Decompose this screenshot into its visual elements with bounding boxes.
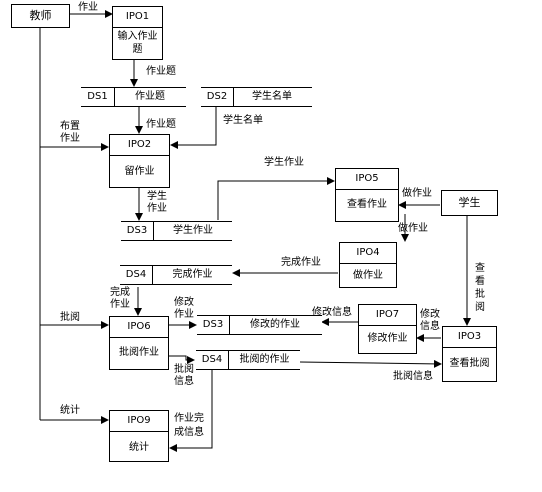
flow-label-zuozuoye-2: 做作业 bbox=[398, 223, 428, 234]
datastore-ds3-modified-homework-name: 修改的作业 bbox=[250, 319, 300, 330]
datastore-ds4-completed-homework-id: DS4 bbox=[120, 266, 153, 284]
flow-label-piyue-xinxi-1: 批阅信息 bbox=[174, 364, 194, 387]
flow-label-xiugai-xinxi-2: 修改信息 bbox=[420, 309, 440, 332]
flow-label-xiugai-xinxi-1: 修改信息 bbox=[312, 307, 352, 318]
process-ipo9-name: 统计 bbox=[129, 442, 149, 453]
process-ipo3-id: IPO3 bbox=[443, 327, 496, 348]
process-ipo1: IPO1 输入作业题 bbox=[112, 6, 163, 60]
flow-label-buzhi-zuoye: 布置作业 bbox=[60, 121, 80, 144]
process-ipo5-name: 查看作业 bbox=[347, 199, 387, 210]
process-ipo4-name: 做作业 bbox=[353, 270, 383, 281]
process-ipo3-name: 查看批阅 bbox=[449, 358, 490, 369]
process-ipo9: IPO9 统计 bbox=[109, 410, 169, 462]
flow-ds4b-ipo3 bbox=[299, 359, 442, 368]
entity-teacher: 教师 bbox=[11, 4, 70, 28]
flow-label-xueshengmingdan: 学生名单 bbox=[223, 115, 263, 126]
datastore-ds3-student-homework-id: DS3 bbox=[121, 222, 154, 240]
datastore-ds4-reviewed-homework-name: 批阅的作业 bbox=[239, 354, 290, 365]
flow-label-wancheng-zuoye-1: 完成作业 bbox=[281, 257, 321, 268]
process-ipo6-name: 批阅作业 bbox=[119, 347, 159, 358]
process-ipo9-id: IPO9 bbox=[110, 411, 168, 432]
process-ipo6-id: IPO6 bbox=[110, 317, 168, 338]
datastore-ds2-name: 学生名单 bbox=[252, 91, 292, 102]
flow-label-chakan-piyue: 查看批阅 bbox=[475, 263, 485, 313]
flow-label-tongji: 统计 bbox=[60, 405, 80, 416]
datastore-ds4-reviewed-homework: DS4 批阅的作业 bbox=[196, 350, 300, 370]
datastore-ds3-student-homework-name: 学生作业 bbox=[173, 225, 213, 236]
flow-label-wancheng-zuoye-2: 完成作业 bbox=[110, 287, 130, 310]
flow-ipo6-ds4b bbox=[169, 355, 195, 364]
datastore-ds1-id: DS1 bbox=[81, 88, 115, 106]
process-ipo5: IPO5 查看作业 bbox=[335, 168, 399, 222]
datastore-ds3-modified-homework-id: DS3 bbox=[197, 316, 230, 334]
process-ipo7-name: 修改作业 bbox=[367, 333, 408, 344]
flow-label-zuoyeti-2: 作业题 bbox=[146, 119, 176, 130]
process-ipo4-id: IPO4 bbox=[340, 243, 396, 264]
process-ipo1-id: IPO1 bbox=[113, 7, 162, 28]
process-ipo1-name: 输入作业题 bbox=[117, 31, 158, 55]
process-ipo4: IPO4 做作业 bbox=[339, 242, 397, 288]
flow-label-piyue: 批阅 bbox=[60, 312, 80, 323]
process-ipo6: IPO6 批阅作业 bbox=[109, 316, 169, 370]
datastore-ds3-modified-homework: DS3 修改的作业 bbox=[197, 315, 322, 335]
flow-label-zuoye-wancheng-xinxi: 作业完成信息 bbox=[174, 413, 204, 438]
process-ipo2-name: 留作业 bbox=[124, 166, 155, 177]
flow-label-xuesheng-zuoye-2: 学生作业 bbox=[147, 191, 167, 214]
flow-label-xiugai-zuoye: 修改作业 bbox=[174, 297, 194, 320]
entity-student: 学生 bbox=[441, 190, 498, 216]
datastore-ds1-name: 作业题 bbox=[135, 91, 165, 102]
process-ipo7-id: IPO7 bbox=[359, 305, 416, 326]
flow-ds4b-ipo9 bbox=[169, 369, 213, 452]
process-ipo3: IPO3 查看批阅 bbox=[442, 326, 497, 382]
flow-ds2-ipo2 bbox=[170, 107, 217, 149]
flow-label-xuesheng-zuoye-1: 学生作业 bbox=[264, 157, 304, 168]
datastore-ds2-id: DS2 bbox=[201, 88, 234, 106]
process-ipo7: IPO7 修改作业 bbox=[358, 304, 417, 354]
datastore-ds4-reviewed-homework-id: DS4 bbox=[196, 351, 229, 369]
datastore-ds2: DS2 学生名单 bbox=[201, 87, 312, 107]
datastore-ds1: DS1 作业题 bbox=[81, 87, 186, 107]
process-ipo2: IPO2 留作业 bbox=[109, 134, 170, 188]
flow-label-piyue-xinxi-2: 批阅信息 bbox=[393, 371, 433, 382]
datastore-ds4-completed-homework: DS4 完成作业 bbox=[120, 265, 232, 285]
flow-label-zuoye: 作业 bbox=[78, 2, 98, 13]
flow-label-zuozuoye-1: 做作业 bbox=[402, 188, 432, 199]
process-ipo5-id: IPO5 bbox=[336, 169, 398, 190]
datastore-ds3-student-homework: DS3 学生作业 bbox=[121, 221, 232, 241]
flow-ds3a-ipo5 bbox=[217, 177, 335, 220]
process-ipo2-id: IPO2 bbox=[110, 135, 169, 156]
flow-label-zuoyeti-1: 作业题 bbox=[146, 66, 176, 77]
datastore-ds4-completed-homework-name: 完成作业 bbox=[172, 269, 213, 280]
